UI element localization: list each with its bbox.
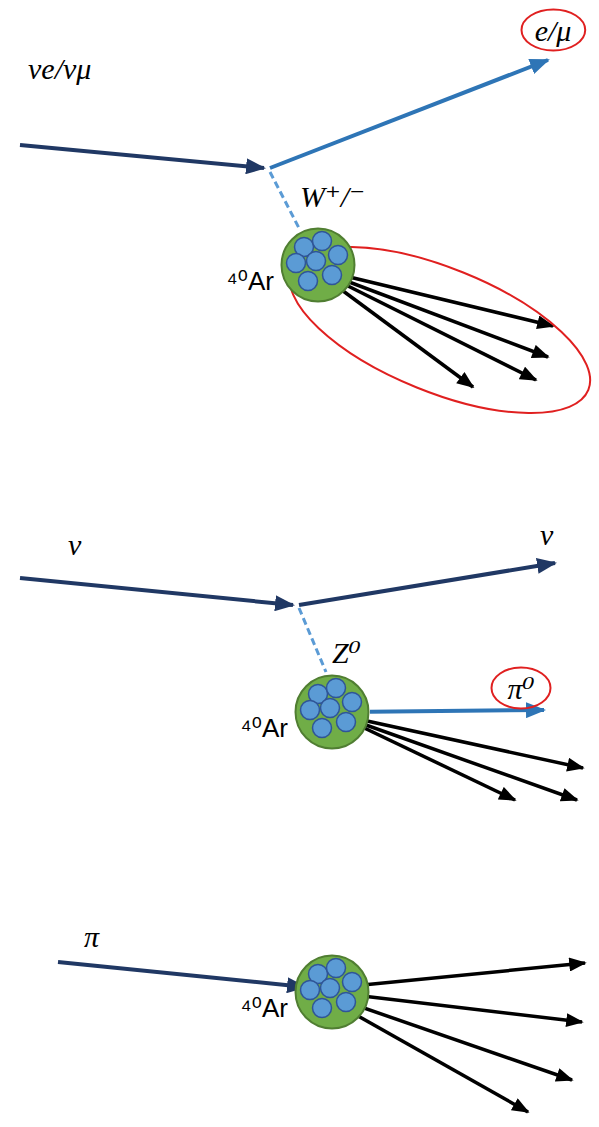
- pion-arrow: [58, 962, 305, 987]
- nucleus-symbol: [294, 674, 370, 750]
- particle-label: ν: [68, 528, 81, 561]
- neutrino-arrow: [20, 578, 293, 605]
- pion-arrow: [370, 710, 544, 712]
- boson-line: [299, 608, 326, 672]
- selection-ellipse: π⁰: [490, 666, 552, 710]
- particle-label: π⁰: [507, 672, 534, 705]
- particle-label: e/μ: [535, 14, 572, 47]
- particle-label: ν: [540, 518, 553, 551]
- boson-line: [270, 172, 300, 230]
- particle-label: νe/νμ: [28, 52, 91, 85]
- particle-label: π: [84, 920, 99, 953]
- nucleus-symbol: [294, 954, 370, 1030]
- nucleus-label: ⁴⁰Ar: [240, 714, 288, 743]
- argon-nucleus: ⁴⁰Ar: [294, 674, 370, 750]
- neutrino-arrow: [20, 145, 264, 168]
- argon-nucleus: ⁴⁰Ar: [280, 227, 356, 303]
- nucleus-symbol: [280, 227, 356, 303]
- hadron-arrows: [335, 714, 583, 800]
- boson-label: Z⁰: [332, 636, 361, 669]
- argon-nucleus: ⁴⁰Ar: [294, 954, 370, 1030]
- nucleus-label: ⁴⁰Ar: [240, 994, 288, 1023]
- boson-label: W⁺/⁻: [300, 180, 365, 213]
- hadron-arrows: [312, 963, 585, 1112]
- neutrino-arrow: [299, 563, 555, 605]
- lepton-arrow: [270, 60, 548, 168]
- nucleus-label: ⁴⁰Ar: [226, 267, 274, 296]
- selection-ellipse: e/μ: [520, 8, 587, 52]
- selection-ellipse: [268, 213, 599, 448]
